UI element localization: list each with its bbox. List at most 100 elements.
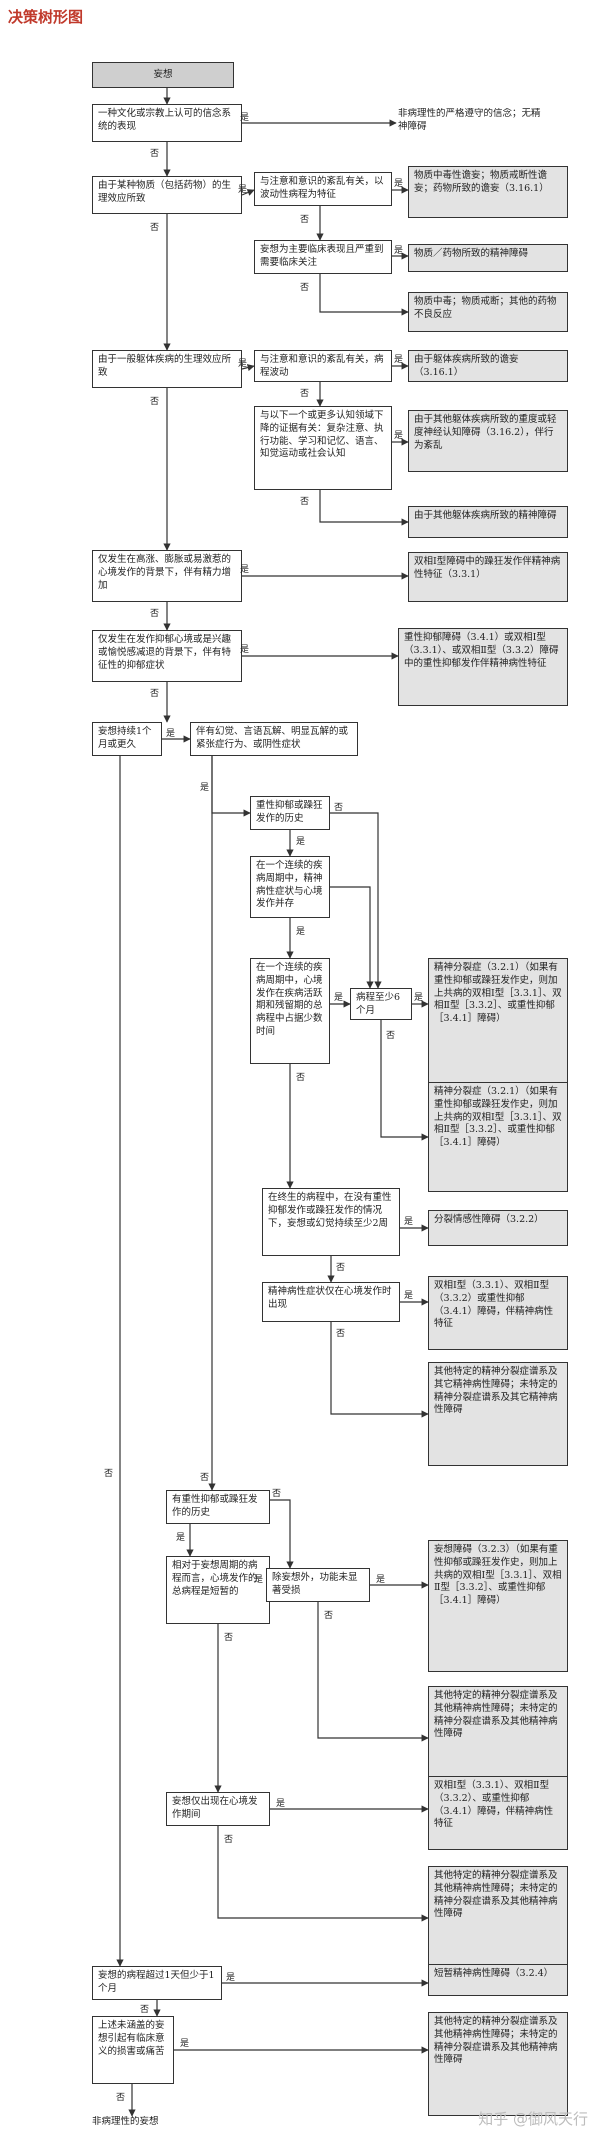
no-label: 否 bbox=[300, 497, 310, 507]
decision-box: 妄想仅出现在心境发作期间 bbox=[166, 1792, 270, 1826]
connector-line bbox=[270, 1499, 294, 1569]
decision-box: 上述未涵盖的妄想引起有临床意义的损害或痛苦 bbox=[92, 2016, 174, 2084]
decision-box: 精神病性症状仅在心境发作时出现 bbox=[262, 1282, 400, 1322]
outcome-box: 双相Ⅰ型障碍中的躁狂发作伴精神病性特征（3.3.1） bbox=[408, 552, 568, 602]
connector-line bbox=[330, 886, 374, 989]
yes-label: 是 bbox=[394, 431, 404, 441]
connector-line bbox=[317, 1602, 429, 1742]
yes-label: 是 bbox=[238, 185, 248, 195]
connector-line bbox=[241, 364, 255, 372]
outcome-box: 重性抑郁障碍（3.4.1）或双相Ⅰ型（3.3.1）、或双相Ⅱ型（3.3.2）障碍… bbox=[398, 628, 568, 706]
no-label: 否 bbox=[200, 1473, 210, 1483]
no-label: 否 bbox=[150, 149, 160, 159]
yes-label: 是 bbox=[240, 645, 250, 655]
outcome-box: 由于躯体疾病所致的谵妄（3.16.1） bbox=[408, 350, 568, 382]
decision-box: 病程至少6个月 bbox=[350, 988, 412, 1020]
decision-box: 在终生的病程中，在没有重性抑郁发作或躁狂发作的情况下，妄想或幻觉持续至少2周 bbox=[262, 1188, 400, 1256]
yes-label: 是 bbox=[240, 113, 250, 123]
yes-label: 是 bbox=[238, 359, 248, 369]
yes-label: 是 bbox=[176, 1533, 186, 1543]
no-label: 否 bbox=[336, 1263, 346, 1273]
no-label: 否 bbox=[334, 803, 344, 813]
decision-box: 相对于妄想周期的病程而言，心境发作的总病程是短暂的 bbox=[166, 1556, 270, 1624]
decision-box: 由于一般躯体疾病的生理效应所致 bbox=[92, 350, 242, 388]
outcome-box: 精神分裂症（3.2.1）（如果有重性抑郁或躁狂发作史，则加上共病的双相Ⅰ型［3.… bbox=[428, 1082, 568, 1192]
start-box: 妄想 bbox=[92, 62, 234, 88]
decision-box: 妄想持续1个月或更久 bbox=[92, 722, 162, 756]
yes-label: 是 bbox=[394, 246, 404, 256]
outcome-box: 双相Ⅰ型（3.3.1）、双相Ⅱ型（3.3.2）或重性抑郁（3.4.1）障碍，伴精… bbox=[428, 1276, 568, 1350]
connector-line bbox=[211, 756, 251, 817]
outcome-box: 妄想障碍（3.2.3）（如果有重性抑郁或躁狂发作史，则加上共病的双相Ⅰ型［3.3… bbox=[428, 1540, 568, 1672]
decision-box: 重性抑郁或躁狂发作的历史 bbox=[250, 796, 330, 830]
yes-label: 是 bbox=[394, 355, 404, 365]
yes-label: 是 bbox=[166, 729, 176, 739]
no-label: 否 bbox=[150, 397, 160, 407]
yes-label: 是 bbox=[226, 1973, 236, 1983]
no-label: 否 bbox=[300, 215, 310, 225]
outcome-box: 其他特定的精神分裂症谱系及其他精神病性障碍；未特定的精神分裂症谱系及其他精神病性… bbox=[428, 2012, 568, 2116]
yes-label: 是 bbox=[296, 927, 306, 937]
connector-line bbox=[319, 274, 409, 316]
outcome-box: 分裂情感性障碍（3.2.2） bbox=[428, 1210, 568, 1246]
yes-label: 是 bbox=[414, 993, 424, 1003]
decision-box: 在一个连续的疾病周期中，心境发作在疾病活跃期和残留期的总病程中占据少数时间 bbox=[250, 958, 330, 1064]
no-label: 否 bbox=[386, 1031, 396, 1041]
outcome-box: 其他特定的精神分裂症谱系及其他精神病性障碍；未特定的精神分裂症谱系及其他精神病性… bbox=[428, 1686, 568, 1790]
no-label: 否 bbox=[224, 1633, 234, 1643]
outcome-box: 精神分裂症（3.2.1）（如果有重性抑郁或躁狂发作史，则加上共病的双相Ⅰ型［3.… bbox=[428, 958, 568, 1092]
no-label: 否 bbox=[150, 223, 160, 233]
decision-box: 除妄想外，功能未显著受损 bbox=[266, 1568, 370, 1602]
no-label: 否 bbox=[272, 1489, 282, 1499]
outcome-box: 物质／药物所致的精神障碍 bbox=[408, 244, 568, 272]
outcome-box: 物质中毒性谵妄；物质戒断性谵妄；药物所致的谵妄（3.16.1） bbox=[408, 166, 568, 218]
page-title: 决策树形图 bbox=[8, 8, 84, 26]
yes-label: 是 bbox=[276, 1799, 286, 1809]
yes-label: 是 bbox=[254, 1575, 264, 1585]
no-label: 否 bbox=[336, 1329, 346, 1339]
decision-box: 一种文化或宗教上认可的信念系统的表现 bbox=[92, 104, 242, 142]
watermark: 知乎 @御风天行 bbox=[478, 2110, 588, 2128]
yes-label: 是 bbox=[180, 2039, 190, 2049]
decision-box: 与以下一个或更多认知领域下降的证据有关：复杂注意、执行功能、学习和记忆、语言、知… bbox=[254, 406, 392, 490]
yes-label: 是 bbox=[200, 783, 210, 793]
yes-label: 是 bbox=[394, 179, 404, 189]
outcome-box: 由于其他躯体疾病所致的精神障碍 bbox=[408, 506, 568, 538]
decision-box: 仅发生在高涨、膨胀或易激惹的心境发作的背景下，伴有精力增加 bbox=[92, 550, 242, 602]
outcome-box: 双相Ⅰ型（3.3.1）、双相Ⅱ型（3.3.2）、或重性抑郁（3.4.1）障碍，伴… bbox=[428, 1776, 568, 1850]
connector-line bbox=[319, 490, 409, 526]
connector-line bbox=[330, 1322, 429, 1418]
yes-label: 是 bbox=[296, 837, 306, 847]
outcome-box: 其他特定的精神分裂症谱系及其它精神病性障碍；未特定的精神分裂症谱系及其它精神病性… bbox=[428, 1362, 568, 1466]
outcome-box: 其他特定的精神分裂症谱系及其他精神病性障碍；未特定的精神分裂症谱系及其他精神病性… bbox=[428, 1866, 568, 1970]
decision-box: 妄想的病程超过1天但少于1个月 bbox=[92, 1966, 222, 2000]
yes-label: 是 bbox=[404, 1217, 414, 1227]
decision-box: 由于某种物质（包括药物）的生理效应所致 bbox=[92, 176, 242, 214]
outcome-box: 非病理性的严格遵守的信念；无精神障碍 bbox=[398, 108, 541, 132]
decision-box: 在一个连续的疾病周期中，精神病性症状与心境发作并存 bbox=[250, 856, 330, 918]
yes-label: 是 bbox=[240, 565, 250, 575]
yes-label: 是 bbox=[404, 1291, 414, 1301]
connector-line bbox=[217, 1826, 429, 1922]
yes-label: 是 bbox=[334, 993, 344, 1003]
no-label: 否 bbox=[140, 2005, 150, 2015]
outcome-box: 短暂精神病性障碍（3.2.4） bbox=[428, 1964, 568, 1996]
no-label: 否 bbox=[224, 1835, 234, 1845]
no-label: 否 bbox=[150, 689, 160, 699]
no-label: 否 bbox=[116, 2093, 126, 2103]
outcome-box: 非病理性的妄想 bbox=[92, 2116, 159, 2127]
no-label: 否 bbox=[300, 283, 310, 293]
no-label: 否 bbox=[296, 1073, 306, 1083]
no-label: 否 bbox=[324, 1611, 334, 1621]
yes-label: 是 bbox=[376, 1575, 386, 1585]
outcome-box: 由于其他躯体疾病所致的重度或轻度神经认知障碍（3.16.2），伴行为紊乱 bbox=[408, 410, 568, 472]
decision-box: 与注意和意识的紊乱有关，以波动性病程为特征 bbox=[254, 172, 392, 206]
connector-line bbox=[330, 812, 382, 989]
decision-box: 与注意和意识的紊乱有关，病程波动 bbox=[254, 350, 392, 382]
connector-line bbox=[241, 189, 255, 196]
no-label: 否 bbox=[150, 609, 160, 619]
connector-line bbox=[380, 1020, 429, 1141]
no-label: 否 bbox=[300, 389, 310, 399]
decision-box: 有重性抑郁或躁狂发作的历史 bbox=[166, 1490, 270, 1524]
